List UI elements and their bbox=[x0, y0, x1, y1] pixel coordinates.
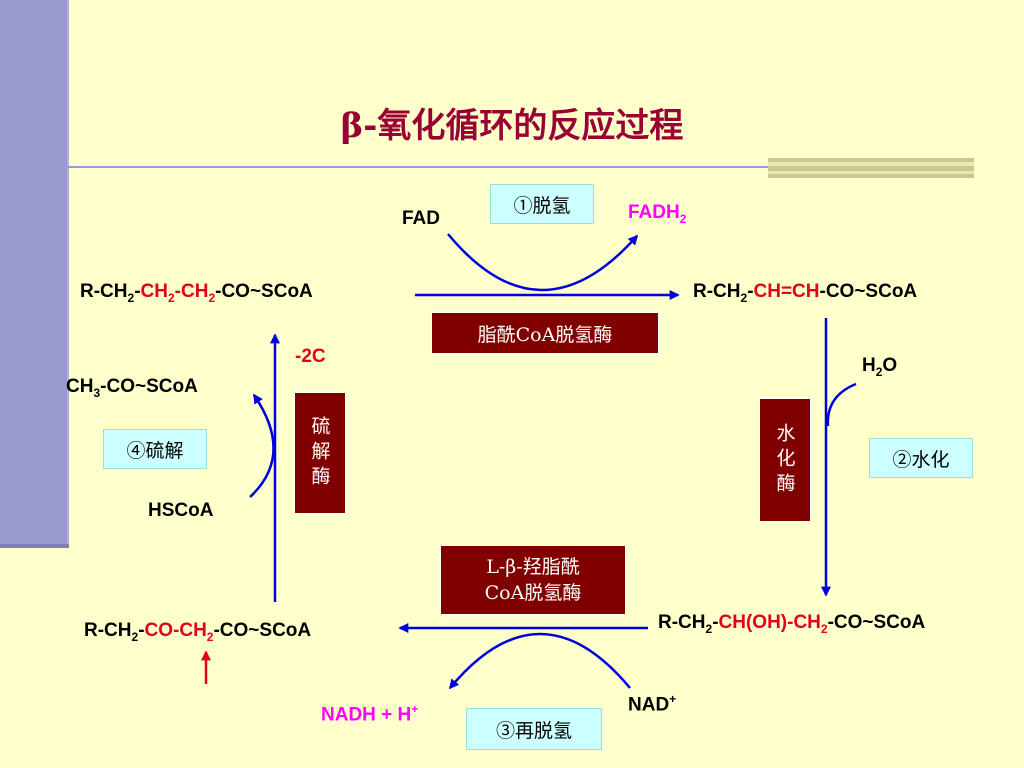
fadh2-sub: 2 bbox=[679, 211, 687, 226]
acyl-coa-sub: 2 bbox=[208, 290, 216, 305]
acetyl-coa-part: CH bbox=[66, 376, 94, 397]
title-rule-line bbox=[44, 166, 974, 168]
ketoacyl-coa-part: -CO~SCoA bbox=[213, 620, 312, 641]
enzyme-thiolase: 硫解酶 bbox=[294, 392, 346, 514]
hydroxyacyl-coa: R-CH2-CH(OH)-CH2-CO~SCoA bbox=[658, 612, 925, 636]
acyl-coa-part: - bbox=[134, 281, 141, 302]
nad-text: NAD bbox=[628, 694, 670, 716]
hydroxyacyl-coa-part: R-CH bbox=[658, 612, 706, 633]
arrow-fad-fadh2 bbox=[447, 233, 639, 292]
acyl-coa-sub: 2 bbox=[167, 290, 175, 305]
fadh2-text: FADH bbox=[628, 202, 680, 223]
ketoacyl-coa-sub: 2 bbox=[206, 629, 214, 644]
hydroxyacyl-coa-part: - bbox=[712, 612, 719, 633]
acyl-coa-part: -CH bbox=[174, 281, 209, 302]
acyl-coa-highlight: CH2-CH2 bbox=[140, 281, 216, 305]
enzyme-thiolase-text: 硫解酶 bbox=[308, 415, 331, 491]
enzyme-hydratase-text: 水化酶 bbox=[773, 422, 796, 498]
ketoacyl-coa: R-CH2-CO-CH2-CO~SCoA bbox=[84, 620, 311, 644]
slide-sidebar bbox=[0, 0, 67, 548]
step-1-box: ①脱氢 bbox=[490, 184, 594, 224]
nadh-sup: + bbox=[411, 702, 419, 716]
hscoa-label: HSCoA bbox=[148, 500, 214, 521]
ketoacyl-coa-sub: 2 bbox=[131, 629, 139, 644]
enoyl-coa-highlight: CH=CH bbox=[753, 281, 820, 302]
h2o-part: O bbox=[882, 355, 898, 376]
step-3-box: ③再脱氢 bbox=[466, 708, 602, 750]
fadh2-label: FADH2 bbox=[628, 202, 686, 226]
ketoacyl-coa-highlight: CO-CH2 bbox=[144, 620, 214, 644]
acetyl-coa-part: -CO~SCoA bbox=[100, 376, 198, 397]
acyl-coa: R-CH2-CH2-CH2-CO~SCoA bbox=[80, 281, 313, 305]
enoyl-coa-part: -CO~SCoA bbox=[819, 281, 918, 302]
acyl-coa-part: R-CH bbox=[80, 281, 128, 302]
acyl-coa-sub: 2 bbox=[127, 290, 135, 305]
enoyl-coa-sub: 2 bbox=[740, 290, 748, 305]
enoyl-coa: R-CH2-CH=CH-CO~SCoA bbox=[693, 281, 917, 305]
hydroxyacyl-coa-part: -CO~SCoA bbox=[827, 612, 926, 633]
enzyme-hydroxyacyl-coa-dehydrogenase: L-β-羟脂酰 CoA脱氢酶 bbox=[440, 545, 626, 615]
h2o-sub: 2 bbox=[875, 364, 883, 379]
hydroxyacyl-coa-highlight: CH(OH)-CH2 bbox=[718, 612, 828, 636]
arrow-hscoa-acetylcoa bbox=[249, 393, 275, 498]
nad-label: NAD+ bbox=[628, 692, 676, 716]
slide-sidebar-foot bbox=[0, 544, 69, 548]
acetyl-coa: CH3-CO~SCoA bbox=[66, 376, 198, 400]
h2o-part: H bbox=[862, 355, 876, 376]
minus-2c-label: -2C bbox=[295, 346, 326, 367]
arrow-h2o bbox=[826, 382, 857, 427]
h2o-label: H2O bbox=[862, 355, 897, 379]
hydroxyacyl-coa-sub: 2 bbox=[820, 621, 828, 636]
ketoacyl-coa-part: - bbox=[138, 620, 145, 641]
enzyme-hydratase: 水化酶 bbox=[759, 398, 811, 522]
arrow-nad-nadh bbox=[448, 632, 631, 690]
acyl-coa-part: CH bbox=[140, 281, 168, 302]
ketoacyl-coa-part: CO-CH bbox=[144, 620, 207, 641]
nadh-text: NADH + H bbox=[321, 704, 412, 726]
slide-sidebar-edge bbox=[67, 0, 69, 548]
enzyme-acyl-coa-dehydrogenase: 脂酰CoA脱氢酶 bbox=[431, 312, 659, 354]
slide-title: β-氧化循环的反应过程 bbox=[340, 106, 684, 146]
nadh-label: NADH + H+ bbox=[321, 702, 418, 726]
title-rule-bar bbox=[768, 158, 974, 178]
hydroxyacyl-coa-sub: 2 bbox=[705, 621, 713, 636]
hydroxyacyl-coa-part: CH(OH)-CH bbox=[718, 612, 821, 633]
nad-sup: + bbox=[669, 692, 677, 706]
enoyl-coa-part: - bbox=[747, 281, 754, 302]
enoyl-coa-part: R-CH bbox=[693, 281, 741, 302]
acyl-coa-part: -CO~SCoA bbox=[215, 281, 313, 302]
acetyl-coa-sub: 3 bbox=[93, 385, 101, 400]
fad-label: FAD bbox=[402, 208, 440, 229]
step-4-box: ④硫解 bbox=[103, 429, 207, 469]
enzyme-hydroxyacyl-line2: CoA脱氢酶 bbox=[484, 582, 582, 604]
step-2-box: ②水化 bbox=[869, 438, 973, 478]
ketoacyl-coa-part: R-CH bbox=[84, 620, 132, 641]
enzyme-hydroxyacyl-line1: L-β-羟脂酰 bbox=[486, 556, 580, 578]
